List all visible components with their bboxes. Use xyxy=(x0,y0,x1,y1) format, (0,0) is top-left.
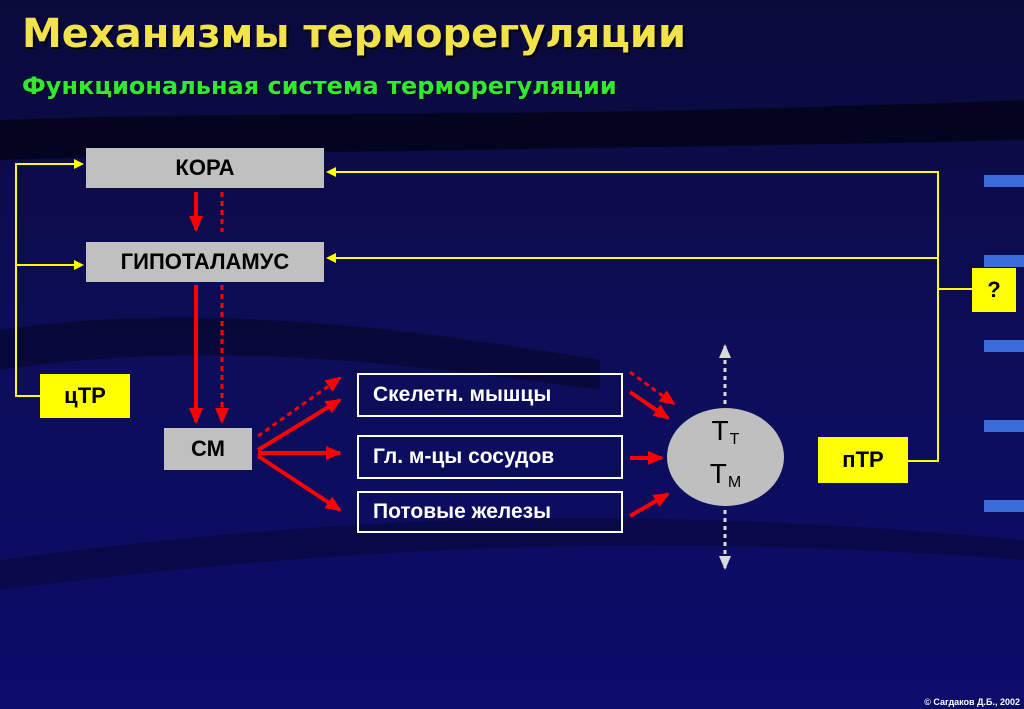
decor-stripe xyxy=(984,500,1024,512)
muscle-temperature-label: ТМ xyxy=(709,458,742,491)
decor-stripe xyxy=(984,340,1024,352)
effector-arrows xyxy=(256,376,342,512)
temperature-arrows xyxy=(628,370,676,518)
unknown-receptor-box: ? xyxy=(972,268,1016,312)
hypothalamus-box: ГИПОТАЛАМУС xyxy=(86,242,324,282)
peripheral-feedback-loop xyxy=(326,167,972,462)
peripheral-receptors-box: пТР xyxy=(818,437,908,483)
page-title: Механизмы терморегуляции xyxy=(22,11,686,57)
central-feedback-loop xyxy=(15,159,84,397)
sweat-glands-box: Потовые железы xyxy=(357,491,623,533)
copyright-note: © Сагдаков Д.Б., 2002 xyxy=(924,697,1020,707)
descending-arrows xyxy=(189,192,229,424)
page-subtitle: Функциональная система терморегуляции xyxy=(22,72,617,100)
central-receptors-box: цТР xyxy=(40,374,130,418)
core-temperature-label: ТТ xyxy=(711,415,740,448)
decor-stripe xyxy=(984,175,1024,187)
decor-stripe xyxy=(984,255,1024,267)
vessel-muscles-box: Гл. м-цы сосудов xyxy=(357,435,623,479)
skeletal-muscles-box: Скелетн. мышцы xyxy=(357,373,623,417)
body-temperature-node: ТТ ТМ xyxy=(667,408,784,506)
cortex-box: КОРА xyxy=(86,148,324,188)
decor-stripe xyxy=(984,420,1024,432)
spinal-cord-box: СМ xyxy=(164,428,252,470)
